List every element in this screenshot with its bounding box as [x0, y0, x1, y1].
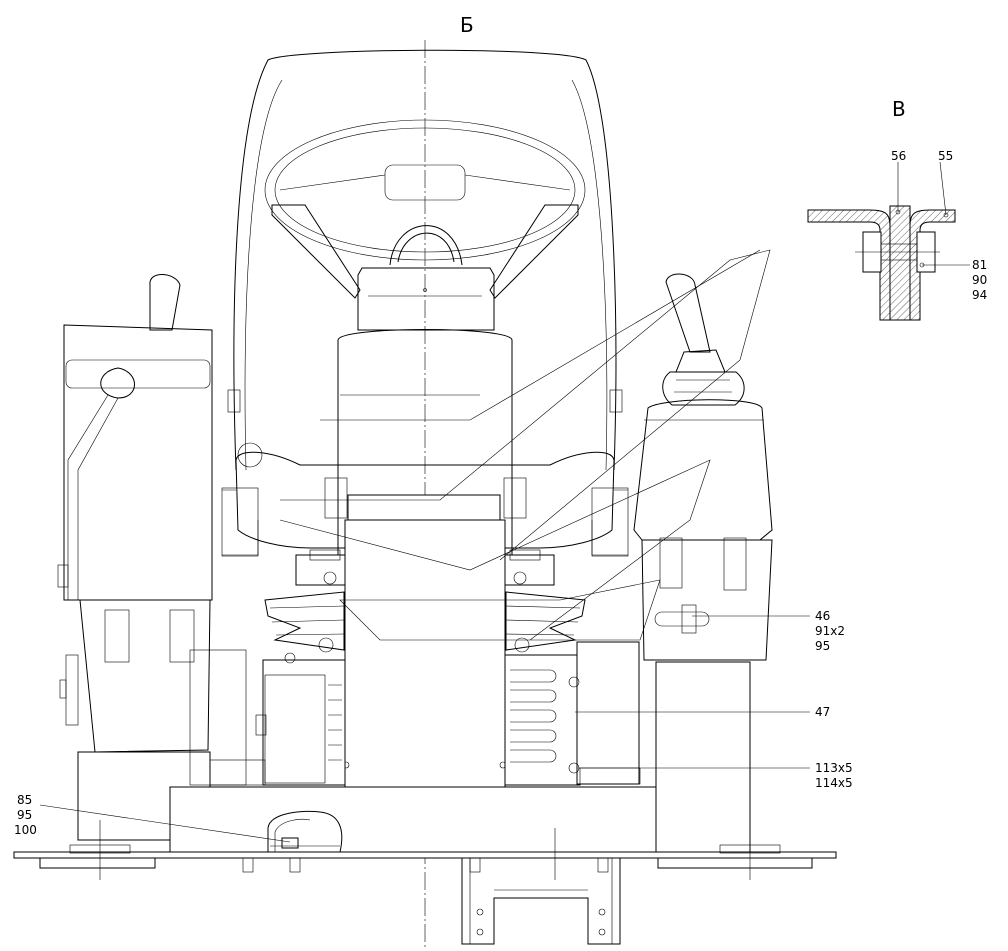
callout-100: 100	[14, 823, 37, 837]
view-label-v: В	[892, 97, 906, 121]
seat-pedestal	[342, 494, 507, 789]
seat	[221, 49, 629, 561]
view-label-b: Б	[460, 13, 474, 37]
right-console	[633, 273, 773, 853]
callout-90: 90	[972, 273, 987, 287]
callouts: 85 95 100 56 55 81 90 94 46 91x2 95 47 1…	[14, 149, 987, 837]
callout-46: 46	[815, 609, 830, 623]
base	[13, 786, 837, 945]
leader-lines	[39, 161, 970, 843]
callout-81: 81	[972, 258, 987, 272]
valve-block	[504, 641, 641, 786]
callout-95-right: 95	[815, 639, 830, 653]
callout-94: 94	[972, 288, 987, 302]
callout-55: 55	[938, 149, 953, 163]
left-block	[255, 652, 346, 786]
callout-91x2: 91x2	[815, 624, 845, 638]
callout-95-left: 95	[17, 808, 32, 822]
callout-85: 85	[17, 793, 32, 807]
graphic-overlay	[279, 249, 771, 641]
callout-47: 47	[815, 705, 830, 719]
callout-113x5: 113x5	[815, 761, 853, 775]
detail-view-v	[807, 205, 956, 321]
callout-56: 56	[891, 149, 906, 163]
callout-114x5: 114x5	[815, 776, 853, 790]
